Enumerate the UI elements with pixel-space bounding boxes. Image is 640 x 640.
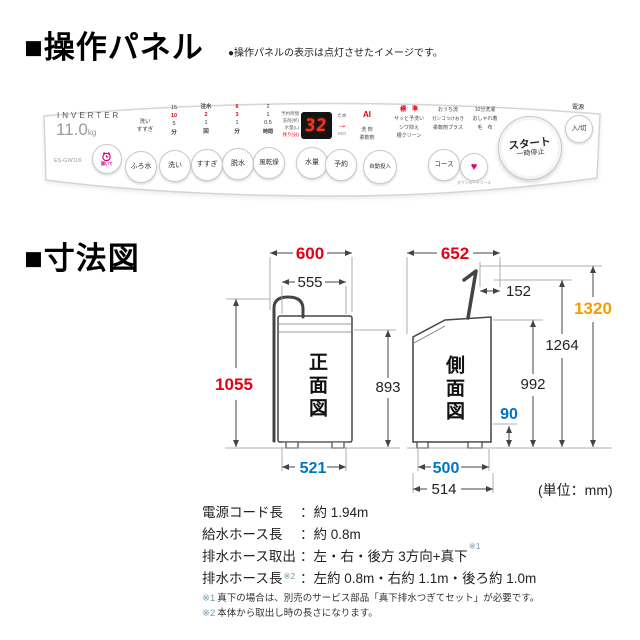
side-view-label: 側面図 — [443, 355, 464, 424]
eco-arrow-icon: → — [337, 119, 347, 131]
heart-icon: ♥ — [470, 160, 478, 173]
model-label: ES-GW11K — [54, 158, 83, 164]
front-view-label: 正面図 — [306, 352, 327, 421]
spec-row-power-cord: 電源コード長：約 1.94m — [202, 505, 369, 520]
spec-row-drain-direction: 排水ホース取出：左・右・後方 3方向+真下※1 — [202, 541, 481, 564]
svg-text:992: 992 — [520, 376, 545, 393]
power-label: 電源 — [571, 105, 584, 111]
panel-section-title: ■操作パネル — [24, 30, 204, 65]
dimension-section-title: ■寸法図 — [24, 241, 140, 276]
display-indicator-labels: 予約時間洗剤(杯)水量(L)残り(分) — [281, 111, 299, 137]
led-display: 32 — [301, 112, 332, 139]
spec-row-water-hose: 給水ホース長：約 0.8m — [202, 527, 361, 542]
voice-button-label: 聞いて — [101, 161, 113, 167]
svg-text:514: 514 — [431, 481, 456, 498]
clock-icon — [102, 152, 112, 162]
spec-list: 電源コード長：約 1.94m 給水ホース長：約 0.8m 排水ホース取出：左・右… — [202, 501, 536, 589]
svg-text:90: 90 — [500, 406, 518, 423]
susugi-button[interactable]: すすぎ — [191, 149, 223, 181]
yoyaku-button[interactable]: 予約 — [325, 149, 357, 181]
jidou-tounyuu-button[interactable]: 自動投入 — [363, 150, 397, 184]
svg-text:893: 893 — [375, 379, 400, 396]
voice-button[interactable]: 聞いて — [92, 144, 122, 174]
ai-label: AI — [363, 110, 371, 119]
kansou-button[interactable]: 風乾燥 — [253, 147, 285, 179]
brand-label: INVERTER — [57, 111, 122, 120]
eco-indicator: ため → eco — [337, 113, 347, 137]
detergent-label: 洗 剤 — [361, 127, 373, 133]
capacity-unit: kg — [87, 128, 97, 137]
capacity-label: 11.0kg — [56, 120, 96, 140]
furomizu-options: 洗いすすぎ — [136, 119, 154, 134]
svg-text:1320: 1320 — [574, 299, 612, 318]
svg-text:652: 652 — [441, 244, 469, 263]
power-button[interactable]: 入/切 — [565, 115, 593, 143]
svg-text:1055: 1055 — [215, 375, 253, 394]
start-pause-button[interactable]: スタート 一時停止 — [498, 116, 562, 180]
course-list-col2: おうち流 ガンコつけおき 柔軟剤プラス — [431, 107, 465, 131]
suiryo-button[interactable]: 水量 — [296, 147, 328, 179]
download-course-label: ダウンロードコース — [457, 181, 491, 185]
furomizu-button[interactable]: ふろ水 — [125, 151, 157, 183]
spec-row-drain-length: 排水ホース長※2：左約 0.8m・右約 1.1m・後ろ約 1.0m — [202, 571, 537, 586]
course-list-col1: 標 準 サッと予洗い シワ抑え 槽クリーン — [393, 107, 424, 140]
dassui-button[interactable]: 脱水 — [222, 148, 254, 180]
svg-text:521: 521 — [300, 460, 327, 477]
led-display-value: 32 — [304, 115, 329, 136]
pause-label: 一時停止 — [516, 148, 545, 159]
download-course-button[interactable]: ♥ — [460, 153, 488, 181]
svg-text:1264: 1264 — [545, 337, 578, 354]
softener-label: 柔軟剤 — [359, 135, 375, 141]
svg-text:500: 500 — [433, 460, 460, 477]
svg-text:600: 600 — [296, 244, 324, 263]
panel-section-note: ●操作パネルの表示は点灯させたイメージです。 — [228, 48, 443, 59]
course-button[interactable]: コース — [428, 149, 460, 181]
arai-button[interactable]: 洗い — [159, 150, 191, 182]
capacity-value: 11.0 — [56, 120, 88, 139]
svg-text:555: 555 — [297, 274, 322, 291]
svg-text:(単位：mm): (単位：mm) — [538, 482, 613, 498]
svg-text:152: 152 — [506, 283, 531, 300]
course-list-col3: 10分洗濯 おしゃれ着 毛 布 — [472, 107, 498, 131]
dimension-diagram: 600 555 1055 893 521 652 152 — [215, 244, 613, 498]
